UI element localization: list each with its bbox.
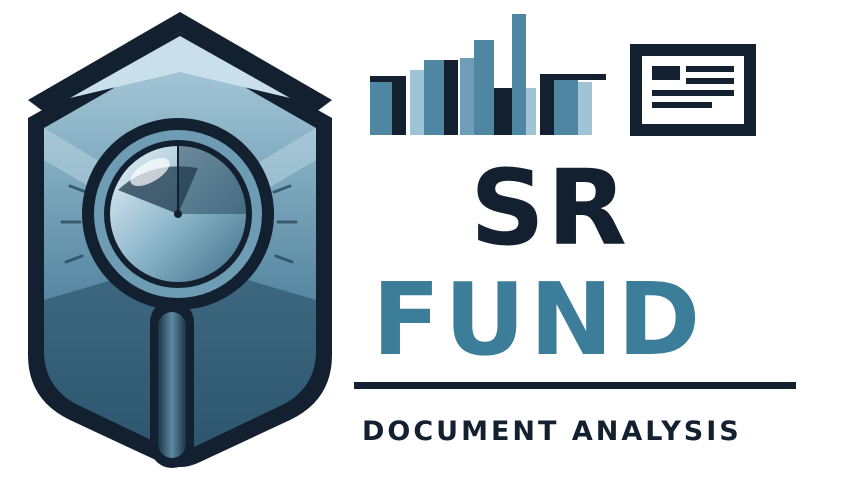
magnifying-glass-shield-icon xyxy=(28,12,332,468)
brand-name-line1: SR xyxy=(470,147,629,269)
tagline: DOCUMENT ANALYSIS xyxy=(362,416,742,447)
shield-cap xyxy=(28,12,332,112)
brand-name-line2: FUND xyxy=(372,261,705,378)
divider xyxy=(354,382,796,389)
bar-chart-icon xyxy=(370,14,756,136)
chart-bars xyxy=(370,14,592,135)
document-card-icon xyxy=(630,44,756,136)
